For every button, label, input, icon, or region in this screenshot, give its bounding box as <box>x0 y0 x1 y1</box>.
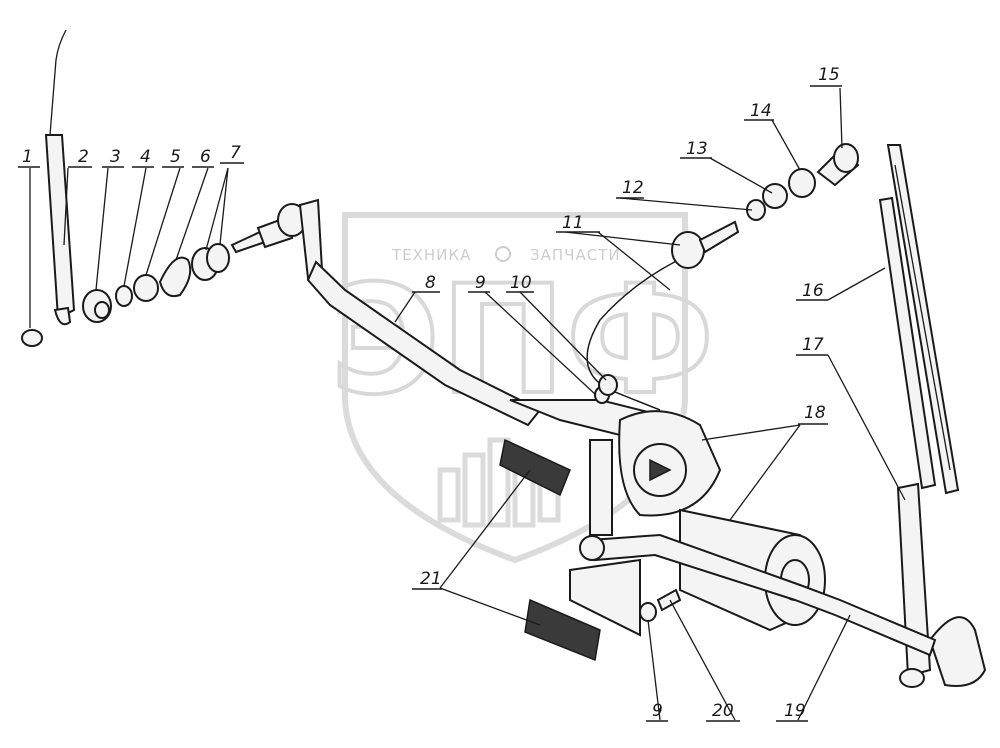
callout-10: 10 <box>510 273 532 293</box>
left-link-rod <box>298 198 542 427</box>
callout-12: 12 <box>622 178 644 198</box>
right-cap <box>816 143 860 187</box>
connector-plug <box>671 220 740 269</box>
callout-4: 4 <box>140 147 151 167</box>
gear-icon <box>495 246 511 262</box>
callout-1: 1 <box>22 147 33 167</box>
lower-bolt <box>639 588 682 622</box>
callout-17: 17 <box>802 335 824 355</box>
callout-8: 8 <box>425 273 436 293</box>
callout-13: 13 <box>686 139 708 159</box>
label-plate-lower <box>524 598 601 662</box>
callout-15: 15 <box>818 65 840 85</box>
bushing <box>191 243 230 281</box>
callout-18: 18 <box>804 403 826 423</box>
seal <box>158 256 192 298</box>
callout-5: 5 <box>170 147 181 167</box>
watermark-left-text: ТЕХНИКА <box>391 246 471 264</box>
callout-9-upper: 9 <box>475 273 486 293</box>
callout-7: 7 <box>230 143 241 163</box>
callout-19: 19 <box>784 701 806 721</box>
left-spindle <box>230 203 307 254</box>
callout-20: 20 <box>712 701 734 721</box>
callout-2: 2 <box>78 147 89 167</box>
label-plate-upper <box>499 438 571 497</box>
right-washer <box>762 183 788 209</box>
upper-washer <box>598 374 618 396</box>
callouts: 1 2 3 4 5 6 7 8 9 10 11 12 13 14 15 16 1… <box>18 65 842 722</box>
motor-gearbox <box>618 410 722 517</box>
left-wiper-arm <box>44 29 76 326</box>
right-wiper-arm <box>896 482 987 688</box>
right-link-rod <box>579 533 937 657</box>
callout-11: 11 <box>562 213 584 233</box>
callout-16: 16 <box>802 281 824 301</box>
wiper-blade <box>878 144 960 495</box>
bolt <box>21 329 43 347</box>
right-nut <box>788 168 816 198</box>
leader-lines <box>29 87 906 721</box>
callout-21: 21 <box>420 569 442 589</box>
cable-highlight <box>586 249 701 411</box>
callout-6: 6 <box>200 147 211 167</box>
cap-nut <box>82 289 112 323</box>
watermark-right-text: ЗАПЧАСТИ <box>530 246 621 264</box>
small-nut <box>115 285 133 307</box>
callout-3: 3 <box>110 147 121 167</box>
washer <box>133 274 159 302</box>
callout-14: 14 <box>750 101 772 121</box>
callout-9-lower: 9 <box>652 701 663 721</box>
